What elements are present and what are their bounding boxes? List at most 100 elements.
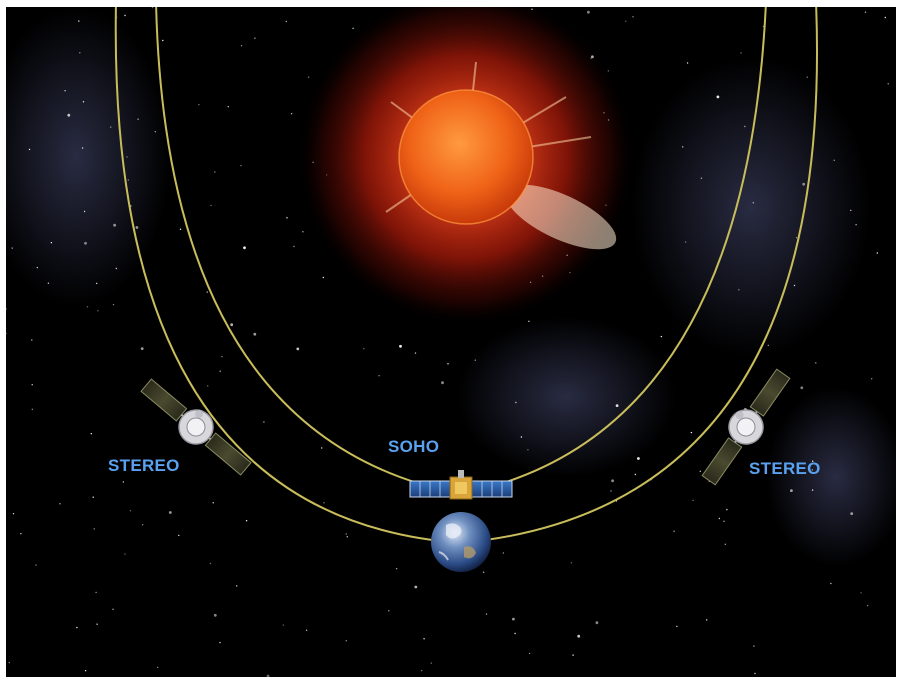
star — [322, 276, 324, 279]
star — [800, 386, 804, 390]
star — [266, 674, 270, 677]
star — [528, 320, 530, 322]
star — [352, 27, 354, 30]
star — [212, 502, 214, 504]
star — [178, 534, 180, 537]
star — [887, 83, 889, 85]
soho-satellite-icon — [409, 470, 513, 500]
star — [47, 282, 50, 284]
star — [716, 95, 720, 99]
star — [399, 344, 402, 348]
star — [345, 533, 347, 535]
star — [802, 182, 806, 186]
star — [137, 118, 139, 120]
star — [610, 490, 612, 492]
star — [20, 533, 22, 535]
star — [724, 543, 726, 545]
star — [414, 585, 418, 589]
star — [811, 469, 813, 471]
star — [515, 401, 517, 404]
star — [162, 39, 164, 42]
star — [207, 385, 209, 387]
star — [36, 266, 38, 269]
star — [86, 306, 89, 308]
star — [156, 666, 159, 669]
star — [595, 621, 599, 625]
star — [615, 404, 619, 407]
star — [168, 511, 172, 514]
star — [485, 613, 488, 615]
star — [723, 520, 725, 522]
star — [129, 510, 132, 512]
star — [6, 332, 7, 335]
star — [59, 503, 61, 505]
star — [795, 237, 798, 239]
star — [302, 231, 304, 233]
star — [474, 359, 476, 361]
star — [12, 513, 15, 515]
star — [441, 381, 444, 385]
star — [815, 362, 817, 364]
star — [850, 209, 852, 212]
star — [254, 37, 256, 39]
sun-icon — [296, 7, 636, 327]
star — [124, 14, 126, 17]
star — [570, 562, 572, 564]
star — [285, 20, 287, 23]
star — [110, 126, 112, 128]
star — [632, 16, 634, 18]
star — [115, 267, 118, 270]
star — [209, 562, 212, 565]
scene-graphics — [6, 7, 896, 677]
star — [850, 512, 854, 515]
star — [754, 672, 756, 675]
star — [127, 179, 130, 181]
star — [744, 125, 746, 128]
star — [219, 370, 221, 372]
star — [634, 473, 636, 476]
star — [753, 645, 755, 647]
star — [447, 363, 449, 365]
star — [884, 16, 886, 19]
star — [502, 552, 505, 554]
star — [305, 629, 308, 631]
star — [692, 499, 694, 502]
star — [240, 45, 243, 47]
star — [179, 228, 182, 230]
soho-label: SOHO — [388, 437, 440, 456]
star — [142, 524, 144, 526]
star — [706, 619, 708, 621]
star — [482, 571, 485, 573]
star — [213, 613, 217, 617]
star — [738, 289, 740, 291]
star — [833, 159, 835, 161]
stereo-left-satellite-icon — [140, 378, 252, 476]
star — [611, 479, 614, 483]
star — [512, 617, 515, 621]
star — [830, 582, 832, 585]
star — [79, 52, 81, 54]
star — [76, 626, 78, 629]
star — [81, 147, 84, 149]
star — [122, 481, 125, 483]
star — [690, 431, 693, 434]
star — [8, 661, 10, 664]
star — [307, 76, 310, 78]
star — [414, 352, 417, 354]
star — [112, 608, 114, 610]
star — [126, 156, 128, 158]
star — [151, 7, 154, 9]
star — [253, 332, 257, 336]
star — [321, 447, 323, 449]
star — [363, 348, 365, 350]
star — [718, 517, 721, 520]
star — [67, 113, 71, 117]
stereo-right-satellite-icon — [701, 368, 791, 486]
star — [243, 246, 246, 250]
star — [112, 303, 115, 306]
star — [378, 375, 380, 377]
star — [866, 604, 869, 607]
stereo-right-label: STEREO — [749, 459, 821, 478]
star — [135, 226, 139, 229]
